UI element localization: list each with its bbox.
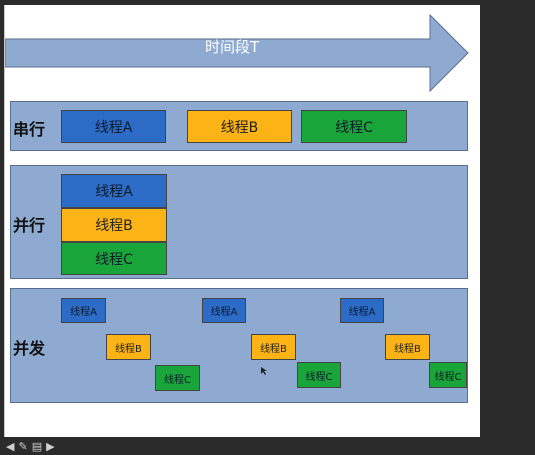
concurrent-thread-c-1: 线程C xyxy=(155,365,200,391)
parallel-thread-a: 线程A xyxy=(61,174,167,208)
concurrent-thread-b-1: 线程B xyxy=(106,334,151,360)
parallel-label: 并行 xyxy=(13,216,46,235)
parallel-thread-c: 线程C xyxy=(61,242,167,275)
parallel-thread-b: 线程B xyxy=(61,208,167,242)
parallel-panel: 并行 线程A 线程B 线程C xyxy=(10,165,468,279)
window-top-border xyxy=(0,0,535,5)
presentation-toolbar-bar: ◀ ✎ ▤ ▶ xyxy=(0,437,535,455)
concurrent-thread-b-2: 线程B xyxy=(251,334,296,360)
concurrent-thread-b-3: 线程B xyxy=(385,334,430,360)
concurrent-thread-a-2: 线程A xyxy=(202,298,246,323)
menu-icon[interactable]: ▤ xyxy=(31,440,43,453)
serial-label: 串行 xyxy=(13,120,46,139)
window-right-border xyxy=(479,0,535,455)
serial-thread-a: 线程A xyxy=(61,110,166,143)
arrow-left-icon[interactable]: ◀ xyxy=(6,440,15,453)
serial-panel: 串行 线程A 线程B 线程C xyxy=(10,101,468,151)
concurrent-label: 并发 xyxy=(13,339,46,358)
concurrent-thread-c-2: 线程C xyxy=(297,362,341,388)
concurrent-thread-c-3: 线程C xyxy=(429,362,467,388)
concurrent-panel: 并发 线程A 线程A 线程A 线程B 线程B 线程B 线程C 线程C 线程C xyxy=(10,288,468,403)
serial-thread-c: 线程C xyxy=(301,110,407,143)
serial-thread-b: 线程B xyxy=(187,110,292,143)
time-arrow xyxy=(5,13,469,93)
slide-canvas: 时间段T 串行 线程A 线程B 线程C 并行 线程A 线程B 线程C 并发 线程… xyxy=(4,5,480,437)
time-arrow-label: 时间段T xyxy=(205,38,260,56)
concurrent-thread-a-3: 线程A xyxy=(340,298,384,323)
presentation-toolbar: ◀ ✎ ▤ ▶ xyxy=(6,441,55,453)
arrow-right-icon[interactable]: ▶ xyxy=(46,440,55,453)
window-left-border xyxy=(0,0,4,455)
concurrent-thread-a-1: 线程A xyxy=(61,298,106,323)
mouse-cursor-icon xyxy=(261,367,267,375)
pen-icon[interactable]: ✎ xyxy=(18,440,28,453)
